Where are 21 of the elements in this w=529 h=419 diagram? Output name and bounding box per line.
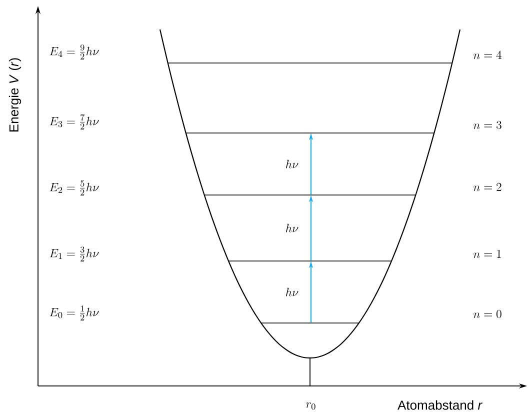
formula-label: $E_4 = \frac{9}{2} h\nu$ <box>50 44 99 60</box>
energy-level-line <box>228 260 392 262</box>
edge-label: $h\nu$ <box>286 224 298 232</box>
energy-level-line <box>167 62 453 64</box>
energy-level-line <box>185 132 435 134</box>
edge-label: $h\nu$ <box>286 160 298 168</box>
formula-label: $n = 3$ <box>474 120 502 130</box>
formula-label: $n = 4$ <box>474 50 502 59</box>
formula-label: $n = 0$ <box>474 310 502 318</box>
axis-label: Atomabstand r <box>398 400 482 410</box>
formula-label: $n = 1$ <box>474 250 501 258</box>
formula-label: $E_3 = \frac{7}{2} h\nu$ <box>50 114 99 130</box>
formula-label: $E_1 = \frac{3}{2} h\nu$ <box>50 246 99 262</box>
energy-level-line <box>204 194 416 196</box>
energy-level-line <box>260 322 360 324</box>
formula-label: $E_2 = \frac{5}{2} h\nu$ <box>50 180 99 196</box>
formula-label: $r_0$ <box>306 402 316 410</box>
formula-label: $E_0 = \frac{1}{2} h\nu$ <box>50 305 99 320</box>
edge-label: $h\nu$ <box>286 288 298 296</box>
formula-label: $n = 2$ <box>474 182 502 191</box>
axis-label: Energie V (r) <box>8 58 22 132</box>
